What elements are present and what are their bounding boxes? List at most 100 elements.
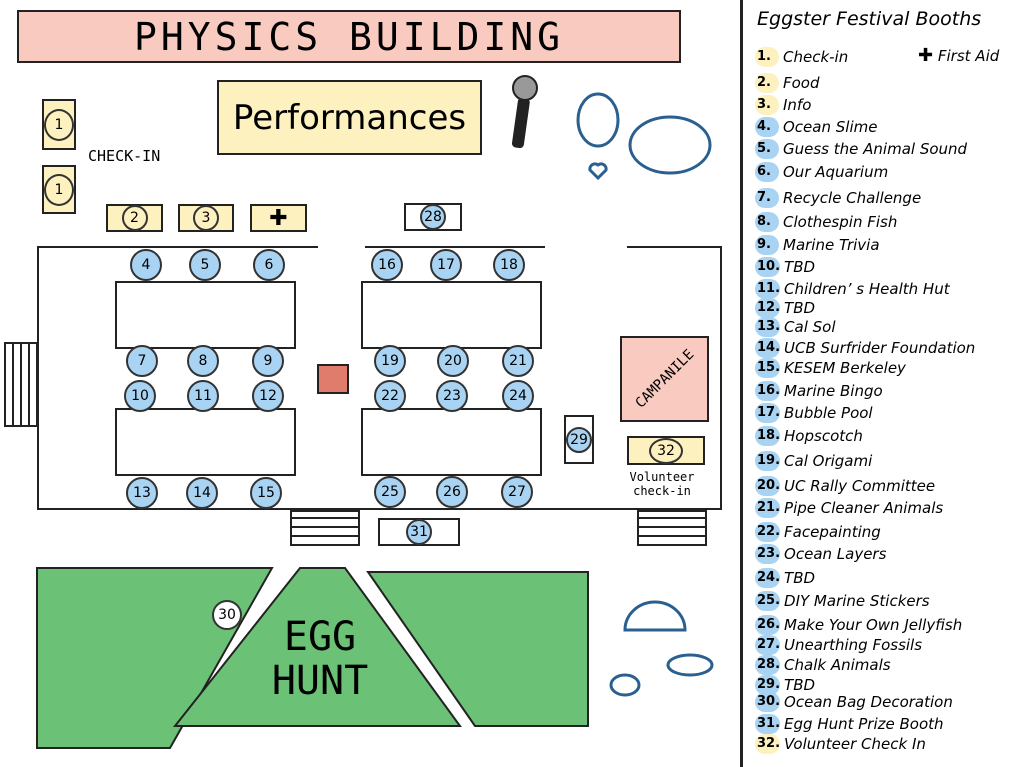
legend-item: 2.Food [755,73,820,93]
booth-20[interactable]: 20 [437,345,469,377]
legend-item-name: KESEM Berkeley [784,359,906,377]
legend-item-name: TBD [784,569,816,587]
booth-11[interactable]: 11 [187,380,219,412]
booth-14[interactable]: 14 [186,477,218,509]
legend-panel: Eggster Festival Booths ✚ First Aid 1.Ch… [740,0,1024,767]
booth-32-volunteer[interactable]: 32 [627,436,705,465]
legend-item: 14.UCB Surfrider Foundation [755,338,975,358]
checkin-label: CHECK-IN [88,147,161,165]
booth-19[interactable]: 19 [374,345,406,377]
legend-item-name: Unearthing Fossils [784,636,923,654]
booth-31[interactable]: 31 [378,518,460,546]
legend-item: 11.Children’ s Health Hut [755,279,950,299]
booth-5[interactable]: 5 [189,249,221,281]
legend-item-number: 30. [755,692,781,712]
booth-number: 32 [649,437,683,464]
legend-item: 25.DIY Marine Stickers [755,591,930,611]
legend-item: 17.Bubble Pool [755,403,873,423]
legend-item-number: 32. [755,734,781,754]
egg-bunny-doodle-icon [576,92,712,181]
booth-1-checkin-a[interactable]: 1 [42,99,76,150]
booth-25[interactable]: 25 [374,476,406,508]
legend-item: 12.TBD [755,298,815,318]
booth-13[interactable]: 13 [126,477,158,509]
booth-24[interactable]: 24 [502,380,534,412]
stairs-south-b [637,510,707,546]
legend-item-number: 15. [755,358,781,378]
booth-18[interactable]: 18 [493,249,525,281]
booth-1-checkin-b[interactable]: 1 [42,165,76,214]
legend-item: 1.Check-in [755,47,848,67]
legend-item-number: 23. [755,544,781,564]
building-label: PHYSICS BUILDING [133,14,565,59]
booth-6[interactable]: 6 [253,249,285,281]
booth-17[interactable]: 17 [430,249,462,281]
legend-item-name: Pipe Cleaner Animals [784,499,944,517]
performances-stage[interactable]: Performances [217,80,482,155]
booth-28[interactable]: 28 [404,203,462,231]
performances-label: Performances [232,97,467,138]
legend-item: 7.Recycle Challenge [755,188,921,208]
legend-item: 19.Cal Origami [755,451,872,471]
first-aid-booth[interactable]: ✚ [250,204,307,232]
booth-10[interactable]: 10 [124,380,156,412]
legend-item: 9.Marine Trivia [755,235,880,255]
booth-4[interactable]: 4 [130,249,162,281]
legend-item: 21.Pipe Cleaner Animals [755,498,943,518]
booth-9[interactable]: 9 [252,345,284,377]
legend-item-name: Children’ s Health Hut [784,280,950,298]
legend-item-name: Cal Origami [784,452,873,470]
booth-15[interactable]: 15 [250,477,282,509]
booth-27[interactable]: 27 [501,476,533,508]
legend-item-number: 10. [755,257,781,277]
legend-item-name: Chalk Animals [784,656,891,674]
legend-item-name: Food [783,74,820,92]
legend-item: 24.TBD [755,568,815,588]
booth-21[interactable]: 21 [502,345,534,377]
legend-item-number: 8. [755,212,779,232]
volunteer-label: Volunteer check-in [629,470,695,498]
booth-number: 3 [193,205,219,231]
booth-number: 29 [566,426,592,453]
wall [37,508,722,510]
booth-22[interactable]: 22 [374,380,406,412]
legend-item-name: Facepainting [784,523,881,541]
legend-item-number: 24. [755,568,781,588]
booth-8[interactable]: 8 [187,345,219,377]
stairs-west [4,342,38,427]
booth-26[interactable]: 26 [436,476,468,508]
center-pillar [317,364,349,394]
legend-item-number: 25. [755,591,781,611]
legend-item: 16.Marine Bingo [755,381,883,401]
table [361,281,542,349]
legend-item-number: 14. [755,338,781,358]
booth-16[interactable]: 16 [371,249,403,281]
legend-item-number: 26. [755,615,781,635]
legend-item: 20.UC Rally Committee [755,476,935,496]
legend-item-number: 1. [755,47,779,67]
booth-number: 2 [121,205,148,231]
booth-2-food[interactable]: 2 [106,204,163,232]
booth-30[interactable]: 30 [212,600,242,630]
legend-item-name: Guess the Animal Sound [783,140,968,158]
wall [365,246,545,248]
legend-item: 3.Info [755,95,811,115]
legend-item: 30.Ocean Bag Decoration [755,692,953,712]
microphone-icon [511,75,538,149]
legend-item-name: Ocean Bag Decoration [784,693,953,711]
legend-item-number: 9. [755,235,779,255]
booth-29[interactable]: 29 [564,415,594,464]
booth-12[interactable]: 12 [252,380,284,412]
booth-3-info[interactable]: 3 [178,204,234,232]
booth-number: 31 [406,519,432,545]
booth-7[interactable]: 7 [126,345,158,377]
legend-item: 22.Facepainting [755,522,881,542]
legend-item: 5.Guess the Animal Sound [755,139,967,159]
legend-item: 4.Ocean Slime [755,117,877,137]
legend-item-number: 21. [755,498,781,518]
booth-23[interactable]: 23 [436,380,468,412]
legend-item-name: Info [783,96,812,114]
legend-item-number: 16. [755,381,781,401]
legend-item-name: TBD [784,258,816,276]
booth-number: 28 [420,204,446,230]
